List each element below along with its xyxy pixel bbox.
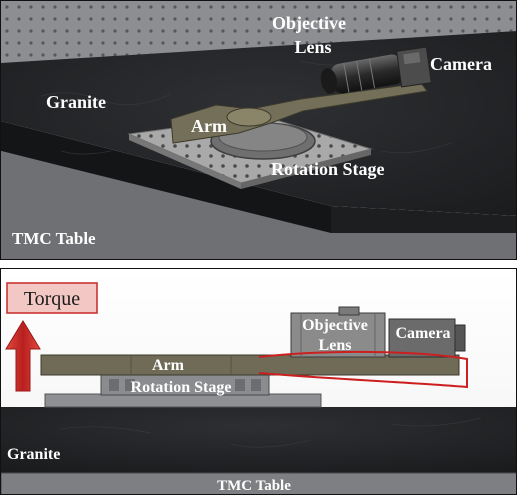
label-tmc-table: TMC Table (217, 478, 291, 494)
granite-right-face (331, 206, 516, 233)
deflection-curve (258, 350, 468, 389)
torque-label-box (6, 282, 98, 314)
rotation-stage-detail (109, 379, 261, 391)
base-plate-edge-right (241, 149, 371, 189)
label-arm: Arm (191, 116, 227, 136)
label-rotation-stage: Rotation Stage (131, 379, 232, 396)
label-objective-lens-line1: Objective (272, 13, 346, 33)
camera (396, 46, 432, 88)
side-view-svg: Torque Objective Lens Camera Arm Rotatio… (1, 269, 516, 494)
tmc-table-body (1, 472, 516, 494)
label-objective-lens-line2: Lens (319, 337, 352, 354)
label-objective-lens-line1: Objective (302, 317, 368, 334)
arm (40, 354, 460, 376)
top-view-panel: Objective Lens Camera Granite Arm Rotati… (0, 0, 517, 260)
torque-arrow (5, 320, 41, 392)
arm (170, 82, 428, 144)
objective-lens (320, 54, 404, 94)
top-view-svg: Objective Lens Camera Granite Arm Rotati… (1, 1, 516, 259)
label-tmc-table: TMC Table (12, 229, 96, 248)
label-arm: Arm (152, 357, 185, 374)
side-view-panel: Torque Objective Lens Camera Arm Rotatio… (0, 268, 517, 495)
base-plate-edge (129, 134, 241, 189)
label-torque: Torque (24, 288, 80, 310)
objective-lens (290, 306, 386, 358)
granite-front-face (1, 121, 331, 233)
label-objective-lens-line2: Lens (294, 37, 331, 57)
granite-texture (60, 417, 482, 448)
camera (388, 318, 466, 358)
label-granite: Granite (46, 92, 106, 112)
label-granite: Granite (7, 446, 60, 463)
label-rotation-stage: Rotation Stage (271, 159, 385, 179)
granite-block (1, 407, 516, 473)
label-camera: Camera (430, 54, 492, 74)
arm-hub (226, 107, 272, 127)
label-camera: Camera (395, 325, 450, 342)
